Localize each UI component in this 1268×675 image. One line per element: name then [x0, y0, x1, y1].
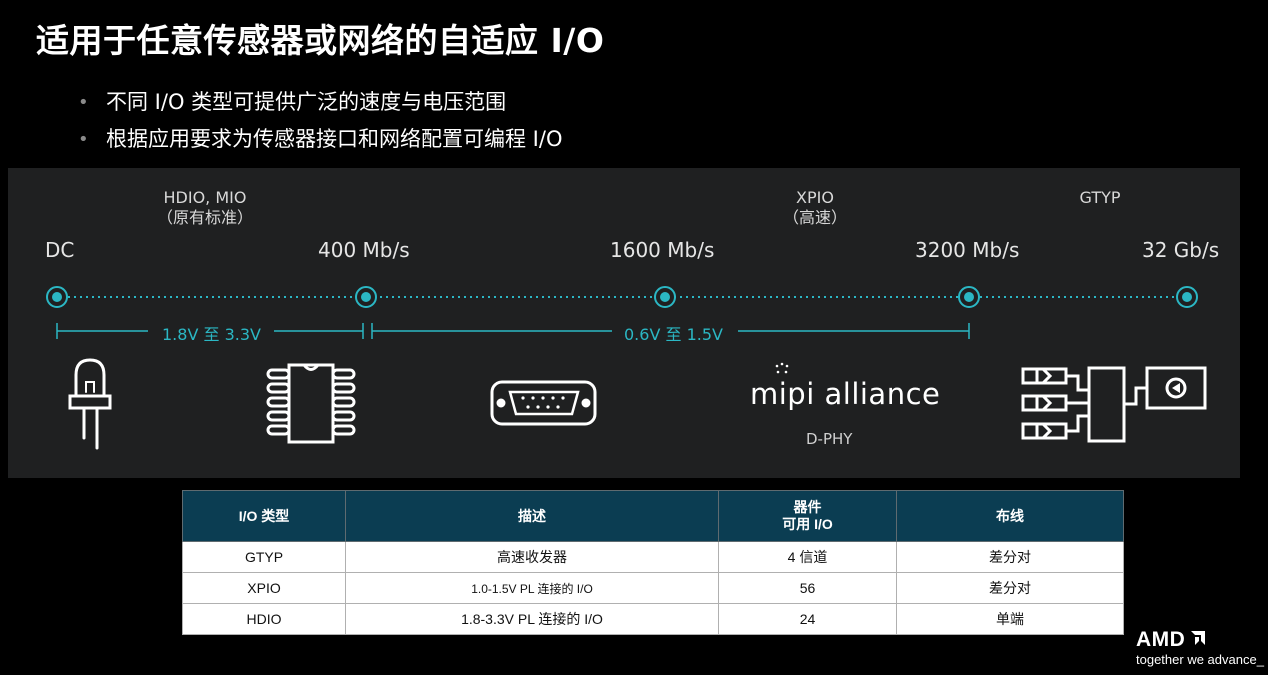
mipi-logo-dots: [775, 362, 789, 374]
mipi-caption: D-PHY: [806, 430, 853, 448]
speed-label-3200: 3200 Mb/s: [915, 238, 1020, 262]
table-header: 布线: [896, 490, 1124, 542]
io-group-hdio: HDIO, MIO （原有标准）: [156, 188, 253, 227]
io-group-gtyp: GTYP: [1079, 188, 1121, 207]
table-row: GTYP 高速收发器 4 信道 差分对: [182, 541, 1124, 573]
amd-logo: AMD: [1136, 628, 1186, 651]
brand-tagline: together we advance_: [1136, 652, 1264, 667]
voltage-range-hdio: 1.8V 至 3.3V: [162, 325, 261, 344]
amd-arrow-icon: [1191, 631, 1205, 645]
table-header: I/O 类型: [182, 490, 346, 542]
mipi-logo: mipi alliance: [750, 377, 941, 411]
table-header: 描述: [345, 490, 719, 542]
speed-label-dc: DC: [45, 238, 75, 262]
bullet-item: •不同 I/O 类型可提供广泛的速度与电压范围: [78, 84, 562, 121]
ic-chip-icon: [266, 363, 356, 444]
table-header-row: I/O 类型 描述 器件 可用 I/O 布线: [182, 490, 1124, 542]
io-group-xpio: XPIO （高速）: [782, 188, 847, 227]
serial-connector-icon: [490, 380, 597, 426]
bullet-list: •不同 I/O 类型可提供广泛的速度与电压范围 •根据应用要求为传感器接口和网络…: [78, 84, 562, 158]
io-panel: [8, 168, 1240, 478]
speed-timeline: [46, 286, 1198, 308]
voltage-range-brackets: [56, 323, 970, 339]
transceiver-icon: [1021, 366, 1207, 443]
speed-label-32g: 32 Gb/s: [1142, 238, 1220, 262]
table-row: XPIO 1.0-1.5V PL 连接的 I/O 56 差分对: [182, 572, 1124, 604]
slide-title: 适用于任意传感器或网络的自适应 I/O: [36, 21, 605, 60]
bullet-item: •根据应用要求为传感器接口和网络配置可编程 I/O: [78, 121, 562, 158]
speed-label-1600: 1600 Mb/s: [610, 238, 715, 262]
voltage-range-xpio: 0.6V 至 1.5V: [624, 325, 723, 344]
bullet-dot-icon: •: [78, 92, 89, 113]
led-icon: [68, 358, 112, 450]
io-type-table: I/O 类型 描述 器件 可用 I/O 布线 GTYP 高速收发器 4 信道 差…: [182, 490, 1124, 635]
table-row: HDIO 1.8-3.3V PL 连接的 I/O 24 单端: [182, 603, 1124, 635]
table-header: 器件 可用 I/O: [718, 490, 897, 542]
speed-label-400: 400 Mb/s: [318, 238, 410, 262]
bullet-dot-icon: •: [78, 129, 89, 150]
